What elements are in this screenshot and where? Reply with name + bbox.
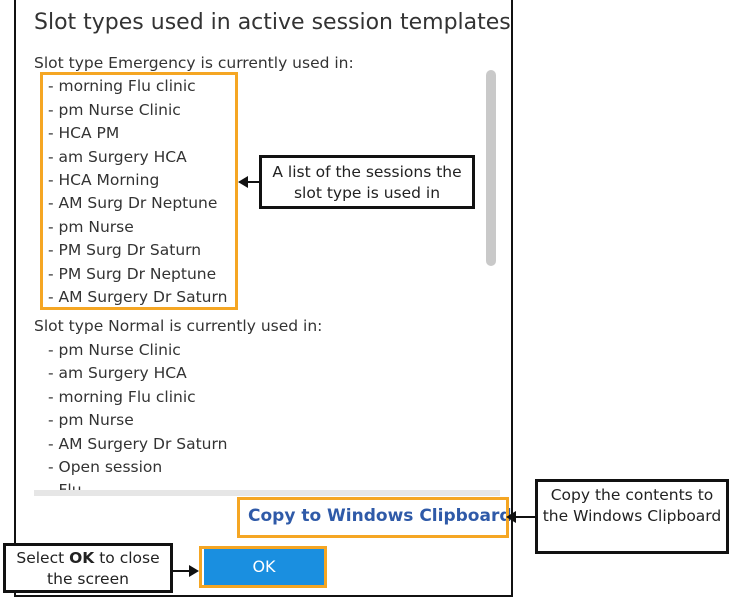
copy-arrow-line: [512, 516, 536, 518]
list-item: - am Surgery HCA: [48, 147, 187, 166]
list-item: - am Surgery HCA: [48, 364, 187, 383]
group-heading: Slot type Emergency is currently used in…: [34, 54, 354, 72]
list-item: - HCA Morning: [48, 171, 160, 190]
sessions-arrow-head: [238, 176, 248, 188]
dialog-title: Slot types used in active session templa…: [34, 10, 511, 35]
list-item: - AM Surg Dr Neptune: [48, 194, 218, 213]
list-item: - PM Surg Dr Neptune: [48, 264, 217, 283]
list-bottom-edge: [34, 490, 500, 496]
list-item: - PM Surg Dr Saturn: [48, 241, 202, 260]
list-item: - AM Surgery Dr Saturn: [48, 434, 228, 453]
copy-callout: Copy the contents to the Windows Clipboa…: [535, 479, 729, 554]
copy-to-clipboard-link[interactable]: Copy to Windows Clipboard: [248, 506, 512, 526]
list-item: - Open session: [48, 457, 163, 476]
ok-callout-suffix: to close the screen: [47, 549, 160, 588]
list-item: - morning Flu clinic: [48, 387, 196, 406]
scrollbar-thumb[interactable]: [486, 70, 496, 266]
list-item: - AM Surgery Dr Saturn: [48, 288, 228, 307]
list-item: - pm Nurse: [48, 411, 134, 430]
ok-callout: Select OK to close the screen: [3, 543, 173, 593]
ok-callout-bold: OK: [69, 549, 95, 567]
slot-group-normal: Slot type Normal is currently used in: -…: [34, 315, 489, 496]
ok-arrow-line: [173, 570, 191, 572]
list-item: - pm Nurse Clinic: [48, 100, 181, 119]
list-item: - pm Nurse Clinic: [48, 340, 181, 359]
group-heading: Slot type Normal is currently used in:: [34, 317, 323, 336]
copy-callout-text: Copy the contents to the Windows Clipboa…: [542, 486, 722, 525]
sessions-highlight-box: [40, 72, 238, 310]
copy-arrow-head: [506, 511, 516, 523]
slot-usage-list[interactable]: Slot type Emergency is currently used in…: [34, 52, 489, 496]
sessions-callout-text: A list of the sessions the slot type is …: [272, 163, 462, 202]
sessions-arrow-line: [246, 181, 260, 183]
sessions-callout: A list of the sessions the slot type is …: [259, 155, 475, 209]
list-item: - HCA PM: [48, 124, 120, 143]
slot-group-emergency: Slot type Emergency is currently used in…: [34, 52, 489, 309]
ok-highlight-box: [199, 546, 327, 588]
ok-arrow-head: [189, 565, 199, 577]
ok-callout-prefix: Select: [16, 549, 70, 567]
copy-link-highlight-box: [237, 497, 509, 538]
list-item: - morning Flu clinic: [48, 77, 196, 96]
ok-button[interactable]: OK: [204, 549, 324, 585]
list-item: - pm Nurse: [48, 217, 134, 236]
